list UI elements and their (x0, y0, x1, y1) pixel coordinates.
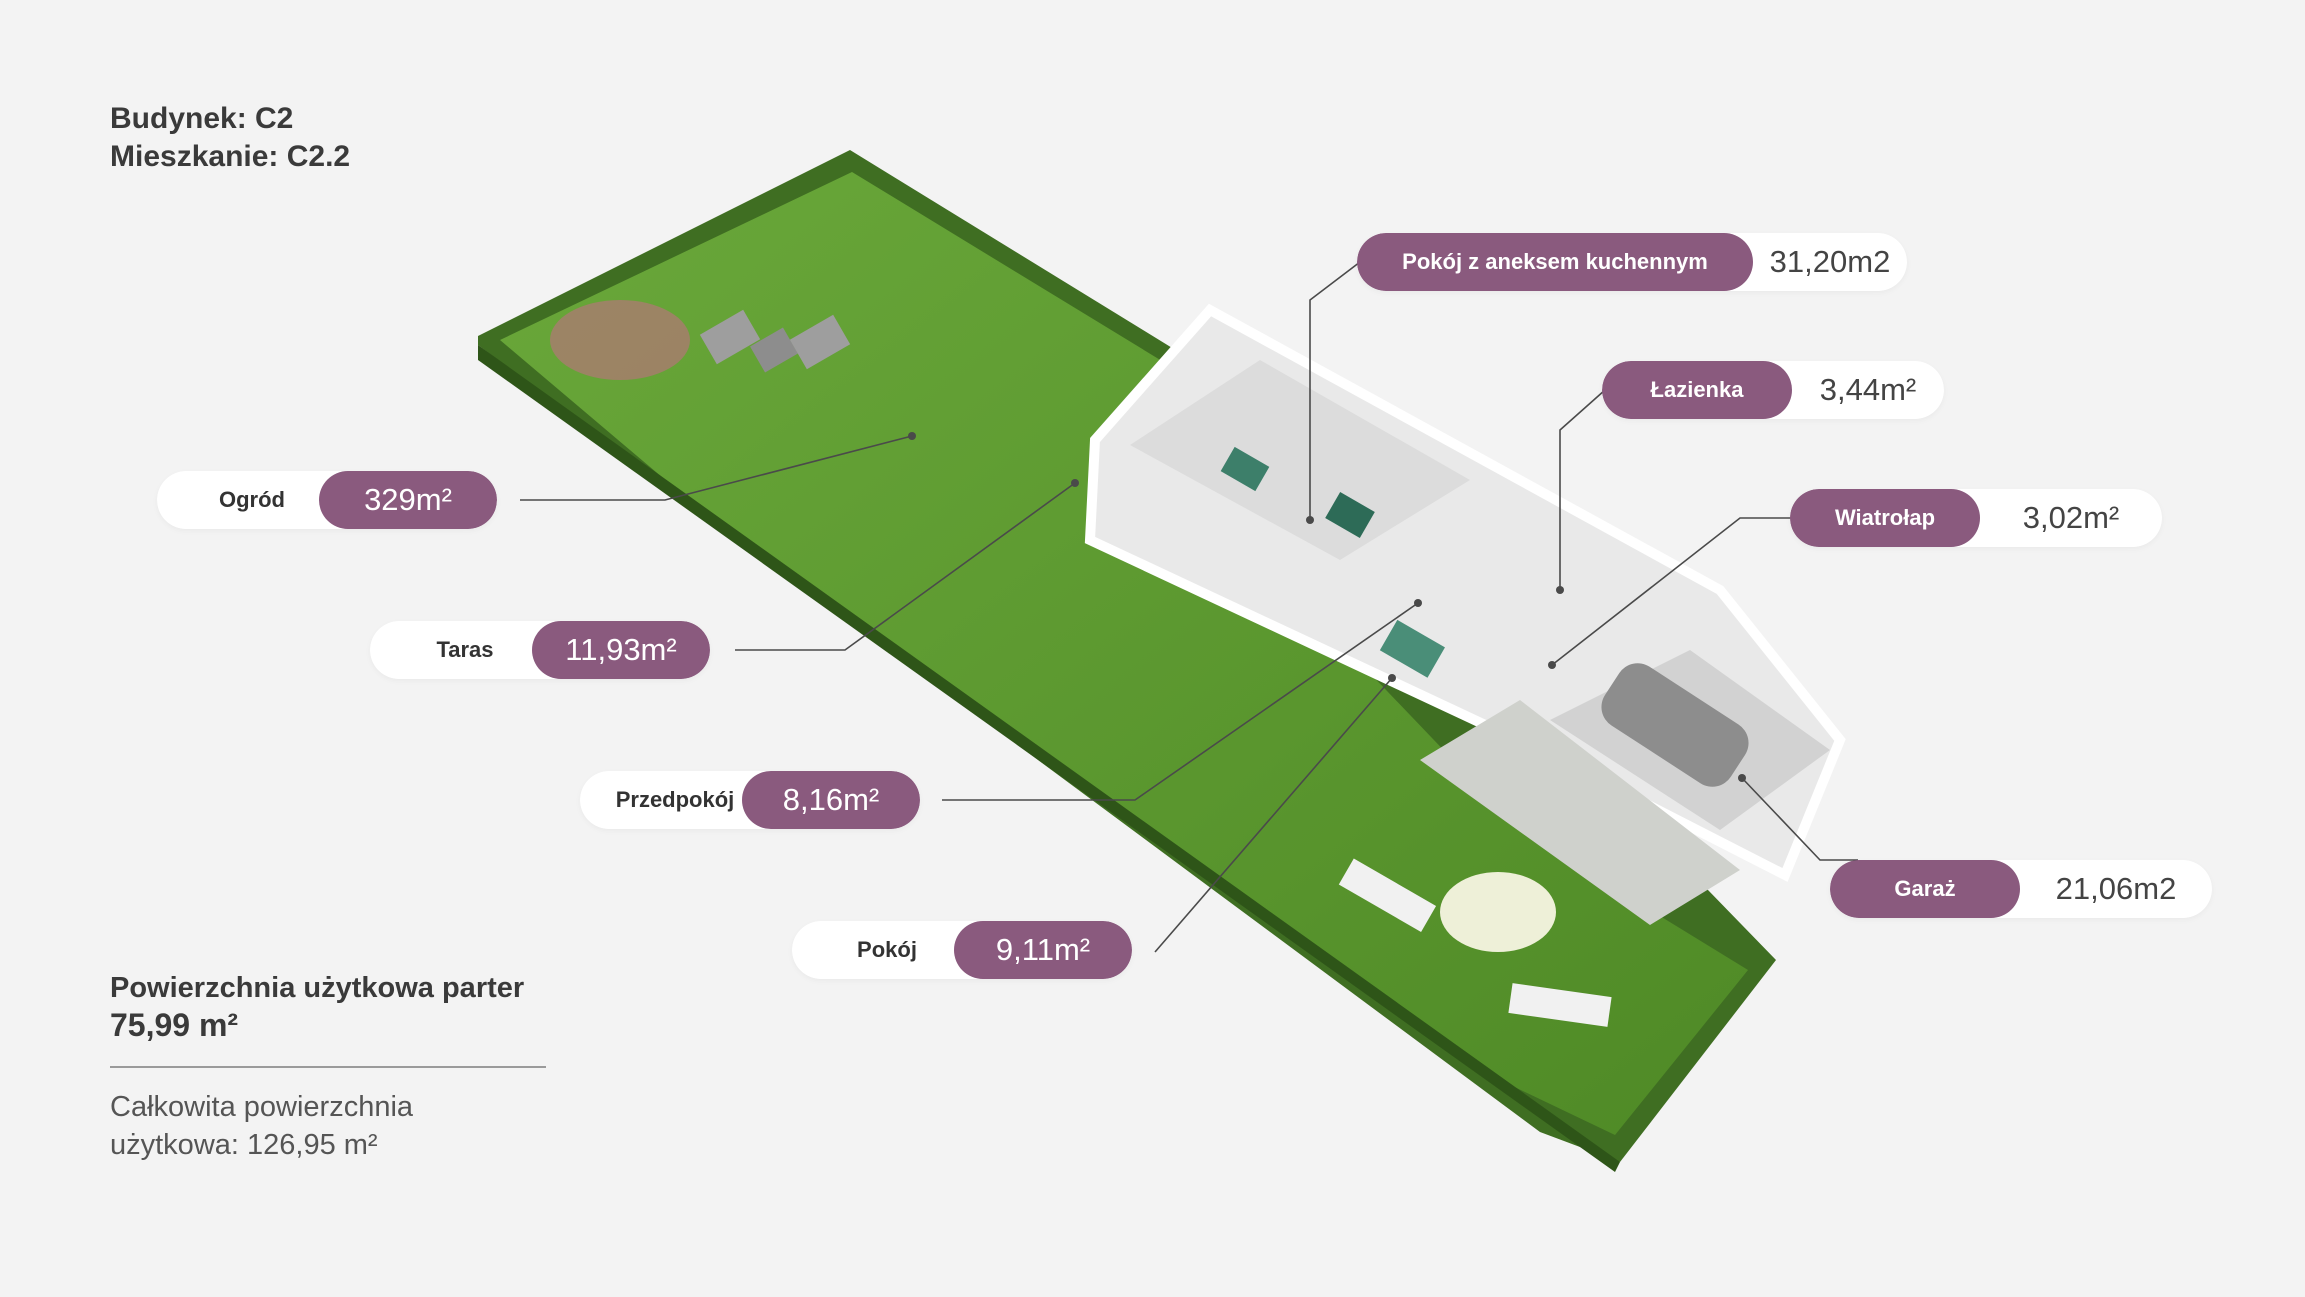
leader-lines (520, 261, 1858, 953)
flower-bed (550, 300, 690, 380)
room-name: Taras (370, 621, 560, 679)
garden-sofa (699, 309, 761, 365)
room-name: Pokój z aneksem kuchennym (1357, 233, 1753, 291)
garden-table (750, 327, 798, 373)
room-area: 8,16m² (742, 771, 920, 829)
room-name: Garaż (1830, 860, 2020, 918)
garden-lawn (500, 172, 1748, 1135)
room-name: Pokój (792, 921, 982, 979)
sofa-2 (1379, 619, 1445, 678)
garden-sofa-2 (789, 314, 851, 370)
label-lazienka: Łazienka 3,44m² (1602, 361, 1944, 419)
label-ogrod: Ogród 329m² (157, 471, 497, 529)
room-name: Łazienka (1602, 361, 1792, 419)
room-name: Wiatrołap (1790, 489, 1980, 547)
label-pokoj-z-aneksem: Pokój z aneksem kuchennym 31,20m2 (1357, 233, 1907, 291)
room-area: 3,44m² (1764, 361, 1944, 419)
room-area: 3,02m² (1952, 489, 2162, 547)
room-area: 11,93m² (532, 621, 710, 679)
apartment-label: Mieszkanie: C2.2 (110, 140, 351, 173)
room-area: 21,06m2 (1992, 860, 2212, 918)
leader-dots (908, 432, 1746, 782)
usable-area-value: 75,99 m² (110, 1007, 239, 1043)
total-area-line1: Całkowita powierzchnia (110, 1091, 414, 1123)
building-label: Budynek: C2 (110, 102, 294, 135)
label-garaz: Garaż 21,06m2 (1830, 860, 2212, 918)
car (1601, 663, 1749, 787)
deck-chair-2 (1508, 983, 1612, 1027)
label-przedpokoj: Przedpokój 8,16m² (580, 771, 920, 829)
sofa (1220, 446, 1270, 492)
room-area: 31,20m2 (1725, 233, 1907, 291)
hedge-front (478, 345, 1620, 1172)
living-room (1130, 360, 1470, 560)
total-area-line2: użytkowa: 126,95 m² (110, 1129, 378, 1161)
area-summary: Powierzchnia użytkowa parter 75,99 m² Ca… (110, 970, 546, 1164)
deck-chair (1338, 858, 1437, 932)
label-wiatrolap: Wiatrołap 3,02m² (1790, 489, 2162, 547)
label-pokoj: Pokój 9,11m² (792, 921, 1132, 979)
room-area: 9,11m² (954, 921, 1132, 979)
room-area: 329m² (319, 471, 497, 529)
room-name: Ogród (157, 471, 347, 529)
label-taras: Taras 11,93m² (370, 621, 710, 679)
room-name: Przedpokój (580, 771, 770, 829)
garden-umbrella (1440, 872, 1556, 952)
building-info: Budynek: C2 Mieszkanie: C2.2 (110, 100, 350, 176)
divider (110, 1066, 546, 1068)
rug (1325, 492, 1375, 538)
usable-area-title: Powierzchnia użytkowa parter (110, 972, 525, 1004)
driveway (1420, 700, 1740, 925)
